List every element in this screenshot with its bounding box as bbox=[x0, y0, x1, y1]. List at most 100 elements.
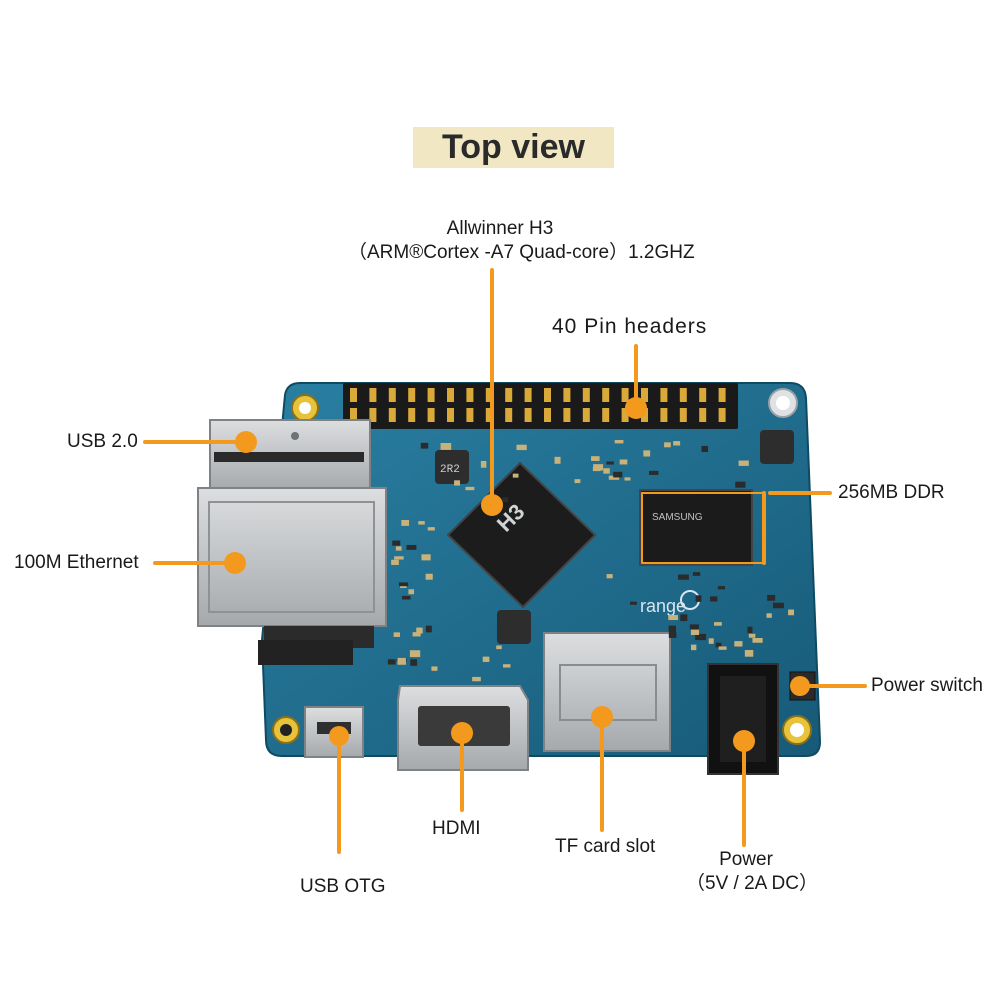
smd-part bbox=[718, 646, 727, 650]
callout-hdmi-dot bbox=[451, 722, 473, 744]
smd-part bbox=[453, 472, 461, 477]
smd-part bbox=[668, 632, 677, 638]
header-pin bbox=[350, 408, 357, 422]
smd-part bbox=[695, 633, 707, 641]
header-pin bbox=[621, 408, 629, 422]
smd-part bbox=[427, 527, 435, 531]
header-pin bbox=[524, 388, 532, 402]
smd-part bbox=[401, 520, 410, 526]
header-pin bbox=[427, 388, 435, 402]
label-power-switch: Power switch bbox=[871, 675, 983, 696]
callout-usb2-dot bbox=[235, 431, 257, 453]
smd-part bbox=[673, 441, 681, 446]
smd-part bbox=[387, 659, 396, 665]
label-pin-headers: 40 Pin headers bbox=[552, 315, 708, 338]
smd-part bbox=[668, 615, 678, 621]
smd-part bbox=[397, 657, 406, 665]
header-pin bbox=[524, 408, 532, 422]
smd-part bbox=[710, 596, 718, 602]
inductors: 2R2 bbox=[435, 430, 794, 644]
header-pin bbox=[408, 408, 416, 422]
header-pin bbox=[485, 408, 493, 422]
smd-part bbox=[714, 622, 722, 626]
header-pin bbox=[505, 388, 513, 402]
header-pin bbox=[485, 388, 493, 402]
smd-part bbox=[680, 614, 688, 622]
tf-card-slot bbox=[543, 632, 671, 752]
smd-part bbox=[502, 664, 511, 668]
smd-part bbox=[708, 638, 714, 644]
ddr-marking: SAMSUNG bbox=[652, 512, 703, 523]
smd-part bbox=[678, 574, 689, 580]
smd-part bbox=[748, 633, 756, 638]
smd-part bbox=[606, 461, 614, 465]
smd-part bbox=[747, 626, 753, 634]
smd-part bbox=[554, 456, 561, 464]
label-ddr: 256MB DDR bbox=[838, 482, 945, 503]
smd-part bbox=[603, 468, 610, 474]
smd-part bbox=[744, 650, 754, 657]
callout-otg-dot bbox=[329, 726, 349, 746]
header-pin bbox=[466, 408, 474, 422]
header-pin bbox=[621, 388, 629, 402]
header-pin bbox=[544, 408, 551, 422]
label-hdmi: HDMI bbox=[432, 818, 481, 839]
header-pin bbox=[563, 388, 571, 402]
smd-part bbox=[715, 642, 722, 648]
smd-part bbox=[393, 632, 400, 637]
smd-part bbox=[401, 595, 411, 600]
smd-part bbox=[734, 641, 743, 647]
label-usb-otg: USB OTG bbox=[300, 876, 386, 897]
smd-part bbox=[701, 445, 709, 452]
smd-part bbox=[613, 471, 623, 478]
smd-part bbox=[425, 573, 433, 580]
smd-part bbox=[690, 644, 697, 651]
smd-part bbox=[440, 443, 452, 450]
smd-part bbox=[619, 459, 628, 465]
header-pin bbox=[641, 408, 648, 422]
header-pin bbox=[447, 388, 454, 402]
callout-ethernet-dot bbox=[224, 552, 246, 574]
smd-part bbox=[409, 650, 421, 658]
header-pin bbox=[582, 388, 590, 402]
smd-part bbox=[421, 554, 431, 561]
page-title: Top view bbox=[413, 127, 614, 168]
smd-part bbox=[391, 559, 399, 565]
label-soc-line2: （ARM®Cortex -A7 Quad-core）1.2GHZ bbox=[348, 242, 695, 263]
header-pin bbox=[718, 388, 726, 402]
board-logo-text: range bbox=[640, 596, 686, 616]
smd-part bbox=[788, 609, 795, 616]
callout-tf-dot bbox=[591, 706, 613, 728]
smd-part bbox=[480, 461, 487, 468]
callout-power-dot bbox=[733, 730, 755, 752]
smd-part bbox=[614, 440, 624, 444]
header-pin bbox=[641, 388, 648, 402]
smd-part bbox=[465, 486, 475, 491]
callouts bbox=[143, 268, 867, 854]
header-pin bbox=[582, 408, 590, 422]
smd-part bbox=[516, 444, 527, 451]
smd-part bbox=[695, 595, 702, 602]
mounting-holes bbox=[272, 388, 812, 745]
header-pin bbox=[602, 388, 610, 402]
header-pin bbox=[369, 408, 377, 422]
smd-part bbox=[690, 629, 700, 635]
smd-components bbox=[387, 440, 795, 682]
smd-part bbox=[420, 442, 429, 449]
header-pin bbox=[660, 408, 668, 422]
header-pin bbox=[388, 408, 396, 422]
smd-part bbox=[608, 475, 620, 480]
smd-part bbox=[395, 546, 402, 551]
header-pin bbox=[679, 388, 687, 402]
header-pin bbox=[369, 388, 377, 402]
smd-part bbox=[574, 479, 581, 484]
smd-part bbox=[425, 625, 432, 633]
smd-part bbox=[408, 589, 415, 595]
ddr-chip: SAMSUNG bbox=[639, 489, 753, 566]
smd-part bbox=[717, 586, 725, 590]
smd-part bbox=[689, 624, 699, 630]
label-power-line1: Power bbox=[719, 849, 773, 870]
header-pin bbox=[447, 408, 454, 422]
side-pin-block bbox=[258, 640, 353, 665]
